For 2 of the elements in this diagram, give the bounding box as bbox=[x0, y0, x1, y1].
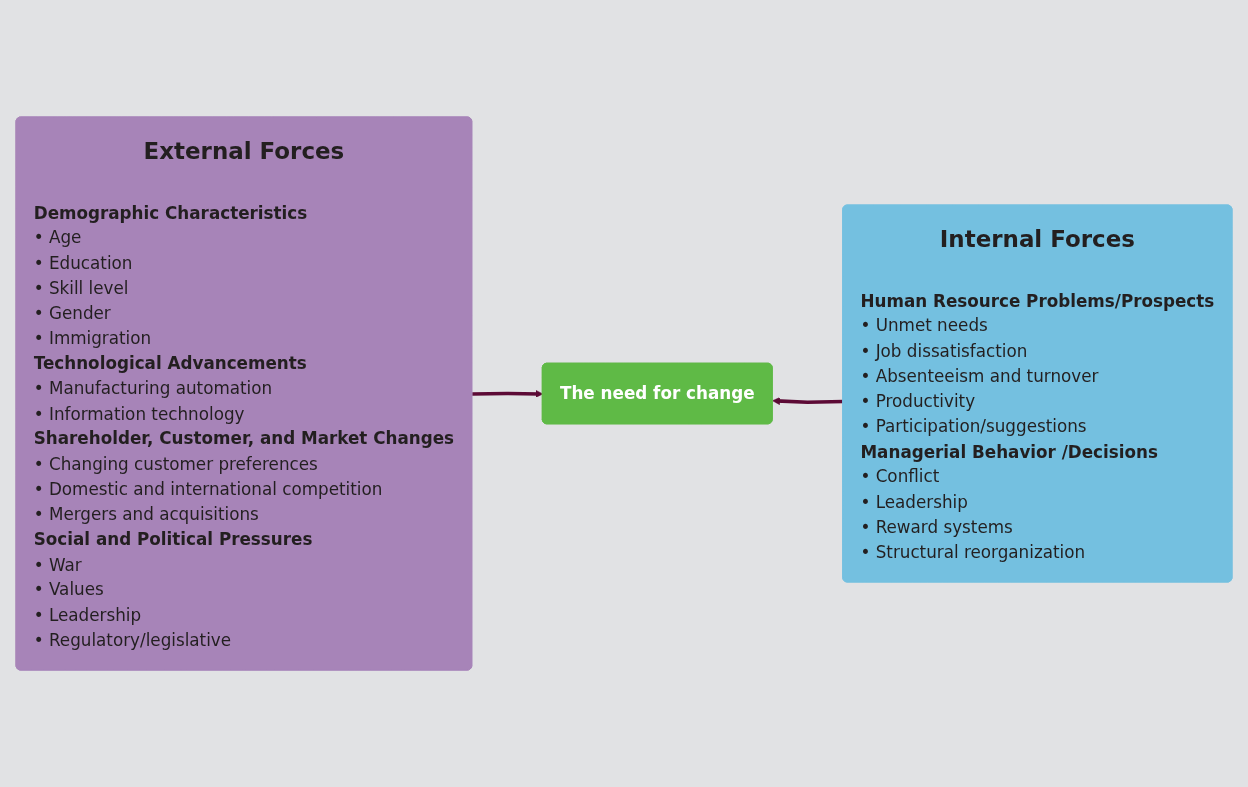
arrow bbox=[472, 389, 544, 398]
arrow bbox=[772, 397, 844, 405]
